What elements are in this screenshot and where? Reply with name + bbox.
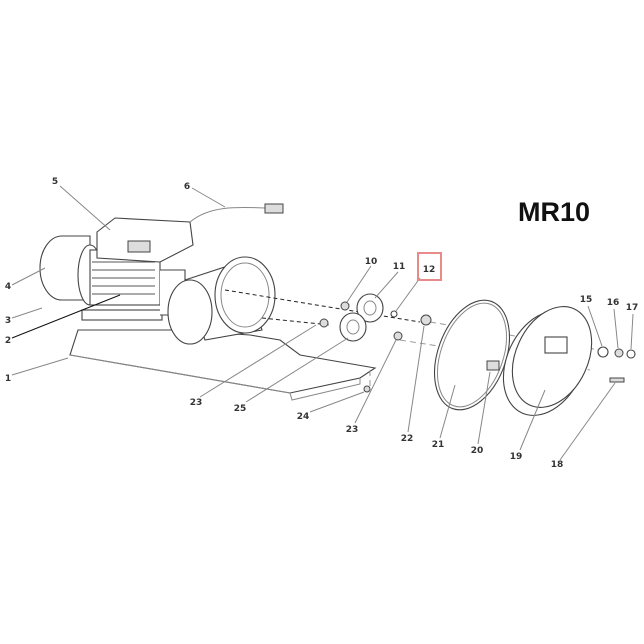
label-20: 20 <box>471 446 484 456</box>
label-23a: 23 <box>190 398 203 408</box>
part-24 <box>363 385 371 393</box>
label-18: 18 <box>551 460 564 470</box>
part-16 <box>614 348 624 358</box>
label-21: 21 <box>432 440 445 450</box>
label-16: 16 <box>607 298 620 308</box>
label-17: 17 <box>626 303 639 313</box>
assembly-axis-line <box>224 289 421 323</box>
plug-icon <box>264 203 284 214</box>
label-12: 12 <box>423 265 436 275</box>
label-2: 2 <box>5 336 11 346</box>
label-10: 10 <box>365 257 378 267</box>
label-3: 3 <box>5 316 11 326</box>
drum-housing-part <box>167 256 276 345</box>
part-23b <box>393 331 403 341</box>
cover-part-19 <box>502 306 593 416</box>
label-23b: 23 <box>346 425 359 435</box>
part-15 <box>597 346 609 358</box>
label-25: 25 <box>234 404 247 414</box>
power-cord-part <box>189 206 266 223</box>
highlight-box <box>417 252 442 281</box>
part-17 <box>626 349 636 359</box>
part-10 <box>340 301 350 311</box>
label-4: 4 <box>5 282 11 292</box>
model-title: MR10 <box>518 197 590 227</box>
part-12 <box>390 310 398 318</box>
label-11: 11 <box>393 262 406 272</box>
gear-part-11 <box>356 293 384 323</box>
label-15: 15 <box>580 295 593 305</box>
motor-part <box>39 217 194 321</box>
gear-part-25 <box>339 312 367 342</box>
label-1: 1 <box>5 374 11 384</box>
label-5: 5 <box>52 177 58 187</box>
part-20 <box>486 360 500 371</box>
label-22: 22 <box>401 434 414 444</box>
label-24: 24 <box>297 412 310 422</box>
label-19: 19 <box>510 452 523 462</box>
label-6: 6 <box>184 182 190 192</box>
base-plate-part <box>69 329 377 401</box>
part-22 <box>420 314 432 326</box>
part-23a <box>319 318 329 328</box>
part-18 <box>609 377 625 383</box>
